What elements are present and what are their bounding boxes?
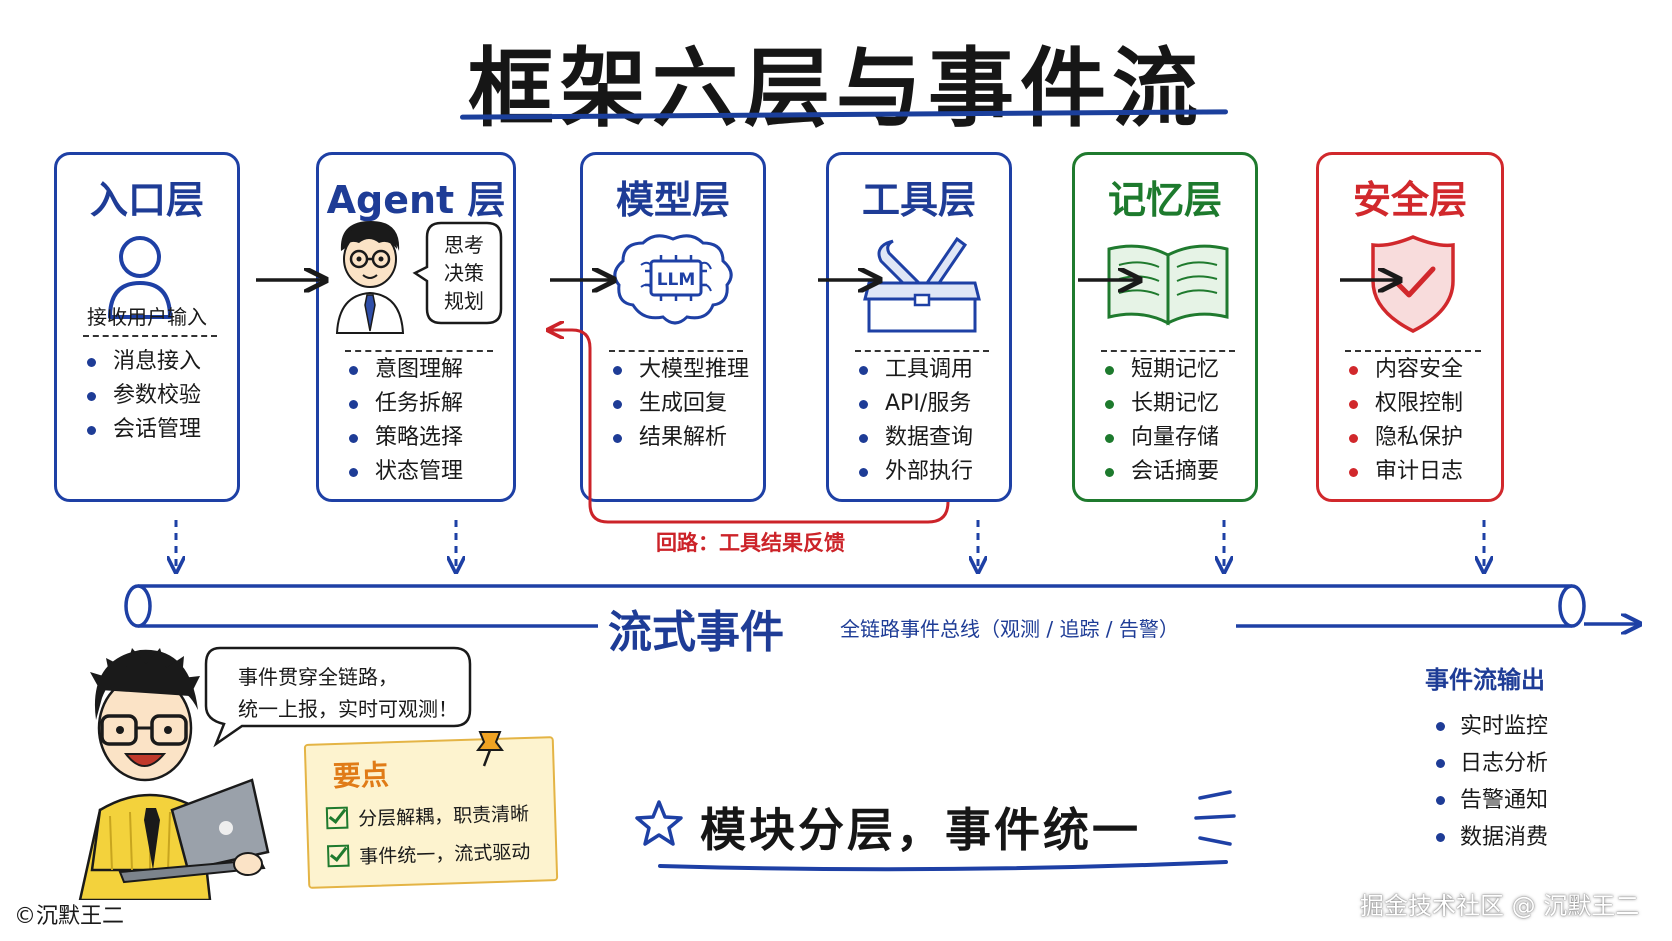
list-item: 意图理解 <box>349 353 503 387</box>
list-item: 隐私保护 <box>1349 421 1491 455</box>
feedback-loop-label: 回路：工具结果反馈 <box>656 531 845 555</box>
layer-title: Agent 层 <box>326 178 506 222</box>
card-divider <box>83 335 217 337</box>
list-item: 短期记忆 <box>1105 353 1245 387</box>
layer-items: 消息接入 参数校验 会话管理 <box>87 345 227 447</box>
list-item: 告警通知 <box>1436 782 1548 819</box>
layer-title: 记忆层 <box>1107 178 1222 222</box>
list-item: 结果解析 <box>613 421 753 455</box>
list-item: 消息接入 <box>87 345 227 379</box>
list-item: 长期记忆 <box>1105 387 1245 421</box>
layer-card-model: 模型层 LLM 大模型推理 生成回复 结果解析 <box>580 152 766 502</box>
presenter-character-icon <box>78 648 270 900</box>
list-item: 参数校验 <box>87 379 227 413</box>
llm-label: LLM <box>657 270 696 290</box>
list-item: 日志分析 <box>1436 745 1548 782</box>
card-divider <box>345 350 493 352</box>
toolbox-icon <box>829 225 1009 345</box>
checkbox-icon <box>326 844 350 868</box>
list-item: 内容安全 <box>1349 353 1491 387</box>
speech-line: 规划 <box>444 289 484 313</box>
list-item: 大模型推理 <box>613 353 753 387</box>
speech-line: 决策 <box>444 261 484 285</box>
slogan-decoration <box>658 790 1236 872</box>
layer-items: 意图理解 任务拆解 策略选择 状态管理 <box>349 353 503 489</box>
llm-brain-icon: LLM <box>583 225 763 345</box>
list-item: 数据查询 <box>859 421 999 455</box>
layer-card-agent: Agent 层 思考 决策 规划 意图理解 任务拆解 策略选择 状态管理 <box>316 152 516 502</box>
card-divider <box>609 350 743 352</box>
list-item: 外部执行 <box>859 455 999 489</box>
event-stream-sublabel: 全链路事件总线（观测 / 追踪 / 告警） <box>840 617 1179 641</box>
speech-line: 统一上报，实时可观测！ <box>238 697 458 721</box>
list-item: 策略选择 <box>349 421 503 455</box>
list-item: 工具调用 <box>859 353 999 387</box>
list-item: 审计日志 <box>1349 455 1491 489</box>
list-item: 生成回复 <box>613 387 753 421</box>
list-item: 向量存储 <box>1105 421 1245 455</box>
layer-items: 短期记忆 长期记忆 向量存储 会话摘要 <box>1105 353 1245 489</box>
agent-character-icon: 思考 决策 规划 <box>319 213 513 334</box>
layer-caption: 接收用户输入 <box>87 305 207 329</box>
layer-card-memory: 记忆层 短期记忆 长期记忆 向量存储 会话摘要 <box>1072 152 1258 502</box>
event-stream-label: 流式事件 <box>608 607 784 658</box>
checkbox-icon <box>325 806 349 830</box>
layer-items: 工具调用 API/服务 数据查询 外部执行 <box>859 353 999 489</box>
speech-line: 事件贯穿全链路， <box>238 665 398 689</box>
list-item: 数据消费 <box>1436 819 1548 856</box>
layer-title: 安全层 <box>1352 178 1467 222</box>
layer-items: 大模型推理 生成回复 结果解析 <box>613 353 753 455</box>
speech-bubble-text: 事件贯穿全链路， 统一上报，实时可观测！ <box>238 661 478 725</box>
speech-line: 思考 <box>444 233 484 257</box>
watermark: 掘金技术社区 @ 沉默王二 <box>1360 892 1640 920</box>
list-item: 会话摘要 <box>1105 455 1245 489</box>
list-item: 会话管理 <box>87 413 227 447</box>
pushpin-icon <box>476 731 504 767</box>
list-item: 任务拆解 <box>349 387 503 421</box>
list-item: 权限控制 <box>1349 387 1491 421</box>
output-title: 事件流输出 <box>1425 666 1545 694</box>
card-divider <box>1101 350 1235 352</box>
layer-card-entry: 入口层 接收用户输入 消息接入 参数校验 会话管理 <box>54 152 240 502</box>
note-item: 事件统一，流式驱动 <box>326 837 531 870</box>
layer-card-security: 安全层 内容安全 权限控制 隐私保护 审计日志 <box>1316 152 1504 502</box>
layer-title: 入口层 <box>89 178 204 222</box>
list-item: 实时监控 <box>1436 708 1548 745</box>
star-icon <box>635 800 683 846</box>
slogan: 模块分层，事件统一 <box>700 803 1141 857</box>
event-stream-pipe <box>124 584 1640 626</box>
layer-title: 模型层 <box>615 178 730 222</box>
speech-bubble <box>204 646 472 748</box>
note-item: 分层解耦，职责清晰 <box>325 799 530 832</box>
layer-card-tool: 工具层 工具调用 API/服务 数据查询 外部执行 <box>826 152 1012 502</box>
feedback-loop-arrow <box>548 330 950 524</box>
layer-title: 工具层 <box>861 178 976 222</box>
card-divider <box>1345 350 1481 352</box>
layer-items: 内容安全 权限控制 隐私保护 审计日志 <box>1349 353 1491 489</box>
output-list: 实时监控 日志分析 告警通知 数据消费 <box>1436 708 1548 856</box>
list-item: 状态管理 <box>349 455 503 489</box>
copyright: ©沉默王二 <box>14 904 125 929</box>
page-title: 框架六层与事件流 <box>468 39 1204 139</box>
user-icon <box>57 225 237 345</box>
key-points-note: 要点 分层解耦，职责清晰 事件统一，流式驱动 <box>303 736 559 889</box>
note-title: 要点 <box>332 758 390 794</box>
card-divider <box>855 350 989 352</box>
list-item: API/服务 <box>859 387 999 421</box>
